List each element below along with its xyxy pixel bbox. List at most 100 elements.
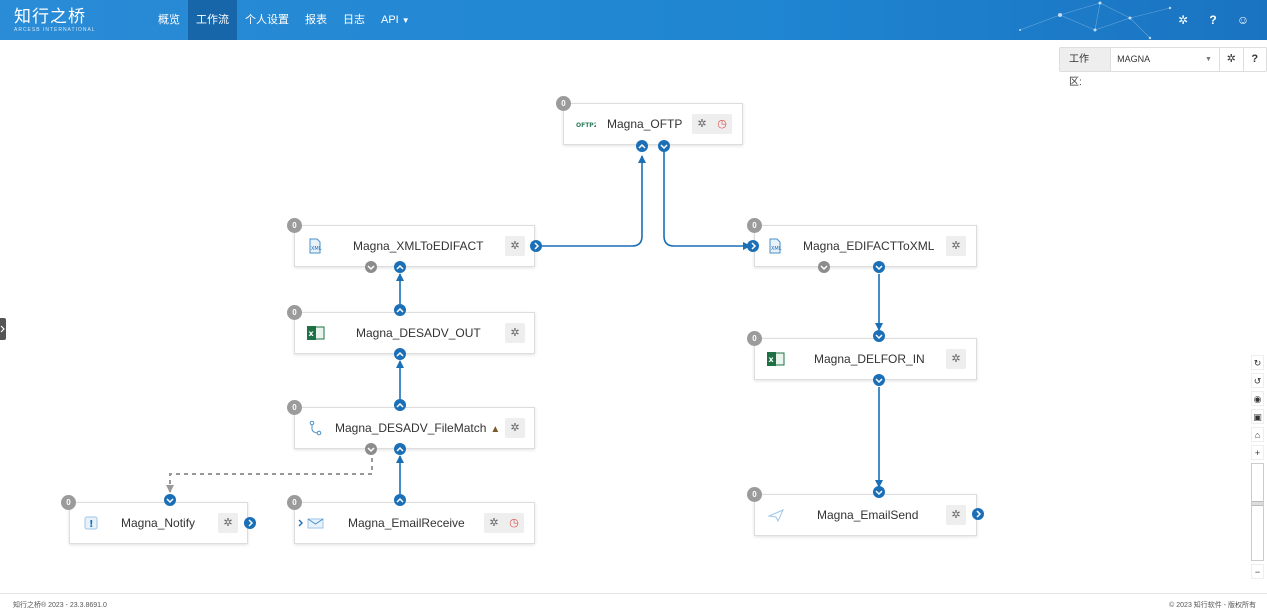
output-port[interactable] [658,140,670,152]
nav-overview[interactable]: 概览 [158,14,180,26]
node-buttons: ✲ [505,323,525,343]
workspace-settings-button[interactable]: ✲ [1218,48,1243,71]
clock-icon[interactable]: ◷ [717,118,727,130]
gear-icon[interactable]: ✲ [951,353,961,365]
output-port[interactable] [530,240,542,252]
workflow-node-email-receive[interactable]: Magna_EmailReceive ✲ ◷ [294,502,535,544]
input-port[interactable] [394,443,406,455]
chevron-right-icon [297,515,313,531]
chevron-down-icon [367,265,375,271]
chevron-right-icon [0,325,5,333]
svg-text:XML: XML [771,246,782,252]
input-port[interactable] [394,261,406,273]
clock-icon[interactable]: ◷ [509,517,519,529]
undo-icon[interactable]: ↺ [1251,373,1264,388]
node-buttons: ✲ [505,418,525,438]
node-buttons: ✲ ◷ [484,513,524,533]
output-port[interactable] [394,494,406,506]
xml-file-icon: XML [307,238,323,254]
workflow-node-edifact-to-xml[interactable]: XML Magna_EDIFACTToXML ✲ [754,225,977,267]
workflow-node-delfor-in[interactable]: x Magna_DELFOR_IN ✲ [754,338,977,380]
warning-icon[interactable]: ▲ [490,424,501,435]
chevron-right-icon [248,519,254,527]
edge-xml2edi-to-oftp[interactable] [542,155,646,247]
output-port[interactable] [972,508,984,520]
chevron-down-icon [166,498,174,504]
zoom-slider[interactable] [1251,463,1264,561]
gear-icon[interactable]: ✲ [510,422,520,434]
error-port[interactable] [365,261,377,273]
output-port[interactable] [873,374,885,386]
caret-down-icon: ▼ [401,16,410,25]
eye-icon[interactable]: ◉ [1251,391,1264,406]
message-count-badge: 0 [747,218,762,233]
chevron-down-icon [875,378,883,384]
chevron-down-icon [875,334,883,340]
image-icon[interactable]: ▣ [1251,409,1264,424]
input-port[interactable] [873,486,885,498]
workflow-node-xml-to-edifact[interactable]: XML Magna_XMLToEDIFACT ✲ [294,225,535,267]
chevron-up-icon [396,264,404,270]
workspace-bar: 工作区: MAGNA ▼ ✲ ? [1059,47,1267,88]
nav-logs[interactable]: 日志 [343,14,365,26]
chevron-right-icon [751,242,757,250]
zoom-in-icon[interactable]: + [1251,445,1264,460]
error-port[interactable] [818,261,830,273]
workspace-help-button[interactable]: ? [1242,48,1267,71]
input-port[interactable] [164,494,176,506]
workflow-node-desadv-filematch[interactable]: Magna_DESADV_FileMatch▲ ✲ [294,407,535,449]
node-buttons: ✲ ◷ [692,114,732,134]
zoom-slider-thumb[interactable] [1252,501,1263,506]
gear-icon[interactable]: ✲ [223,517,233,529]
nav-workflow[interactable]: 工作流 [188,0,237,40]
message-count-badge: 0 [61,495,76,510]
nav-personal-settings[interactable]: 个人设置 [245,14,289,26]
edge-oftp-to-edi2xml[interactable] [663,152,751,250]
help-icon[interactable]: ? [1209,13,1217,27]
paper-plane-icon [767,507,784,523]
gear-icon[interactable]: ✲ [489,517,499,529]
zoom-out-icon[interactable]: − [1251,564,1264,579]
workflow-node-notify[interactable]: ! Magna_Notify ✲ [69,502,248,544]
xml-file-icon: XML [767,238,783,254]
edge-filematch-to-notify[interactable] [166,458,373,493]
node-label: Magna_EmailSend [817,508,919,522]
input-port[interactable] [394,348,406,360]
redo-icon[interactable]: ↻ [1251,355,1264,370]
left-panel-toggle[interactable] [0,318,6,340]
node-buttons: ✲ [946,349,966,369]
input-port[interactable] [636,140,648,152]
version-text: 知行之桥® 2023 - 23.3.8691.0 [13,602,107,609]
gear-icon[interactable]: ✲ [510,240,520,252]
workspace-select[interactable]: MAGNA ▼ [1111,48,1219,71]
oftp2-logo-icon: OFTP2 [576,116,598,132]
workflow-node-oftp[interactable]: OFTP2 Magna_OFTP ✲ ◷ [563,103,743,145]
chevron-up-icon [396,307,404,313]
gear-icon[interactable]: ✲ [1177,13,1189,27]
gear-icon[interactable]: ✲ [510,327,520,339]
gear-icon[interactable]: ✲ [951,509,961,521]
output-port[interactable] [873,261,885,273]
node-label: Magna_DELFOR_IN [814,352,925,366]
message-count-badge: 0 [556,96,571,111]
svg-text:x: x [309,329,315,338]
input-port[interactable] [873,330,885,342]
workflow-node-desadv-out[interactable]: x Magna_DESADV_OUT ✲ [294,312,535,354]
gear-icon[interactable]: ✲ [951,240,961,252]
app-logo[interactable]: 知行之桥 ARCESB INTERNATIONAL [14,8,96,34]
input-port[interactable] [747,240,759,252]
output-port[interactable] [394,399,406,411]
nav-api[interactable]: API▼ [381,14,410,26]
nav-reports[interactable]: 报表 [305,14,327,26]
top-navbar: 知行之桥 ARCESB INTERNATIONAL 概览 工作流 个人设置 报表… [0,0,1267,40]
home-icon[interactable]: ⌂ [1251,427,1264,442]
gear-icon[interactable]: ✲ [697,118,707,130]
workflow-node-email-send[interactable]: Magna_EmailSend ✲ [754,494,977,536]
output-port[interactable] [394,304,406,316]
branch-icon [308,420,324,436]
node-buttons: ✲ [505,236,525,256]
svg-text:!: ! [89,519,94,530]
user-icon[interactable]: ☺ [1236,13,1250,27]
unmatched-port[interactable] [365,443,377,455]
output-port[interactable] [244,517,256,529]
